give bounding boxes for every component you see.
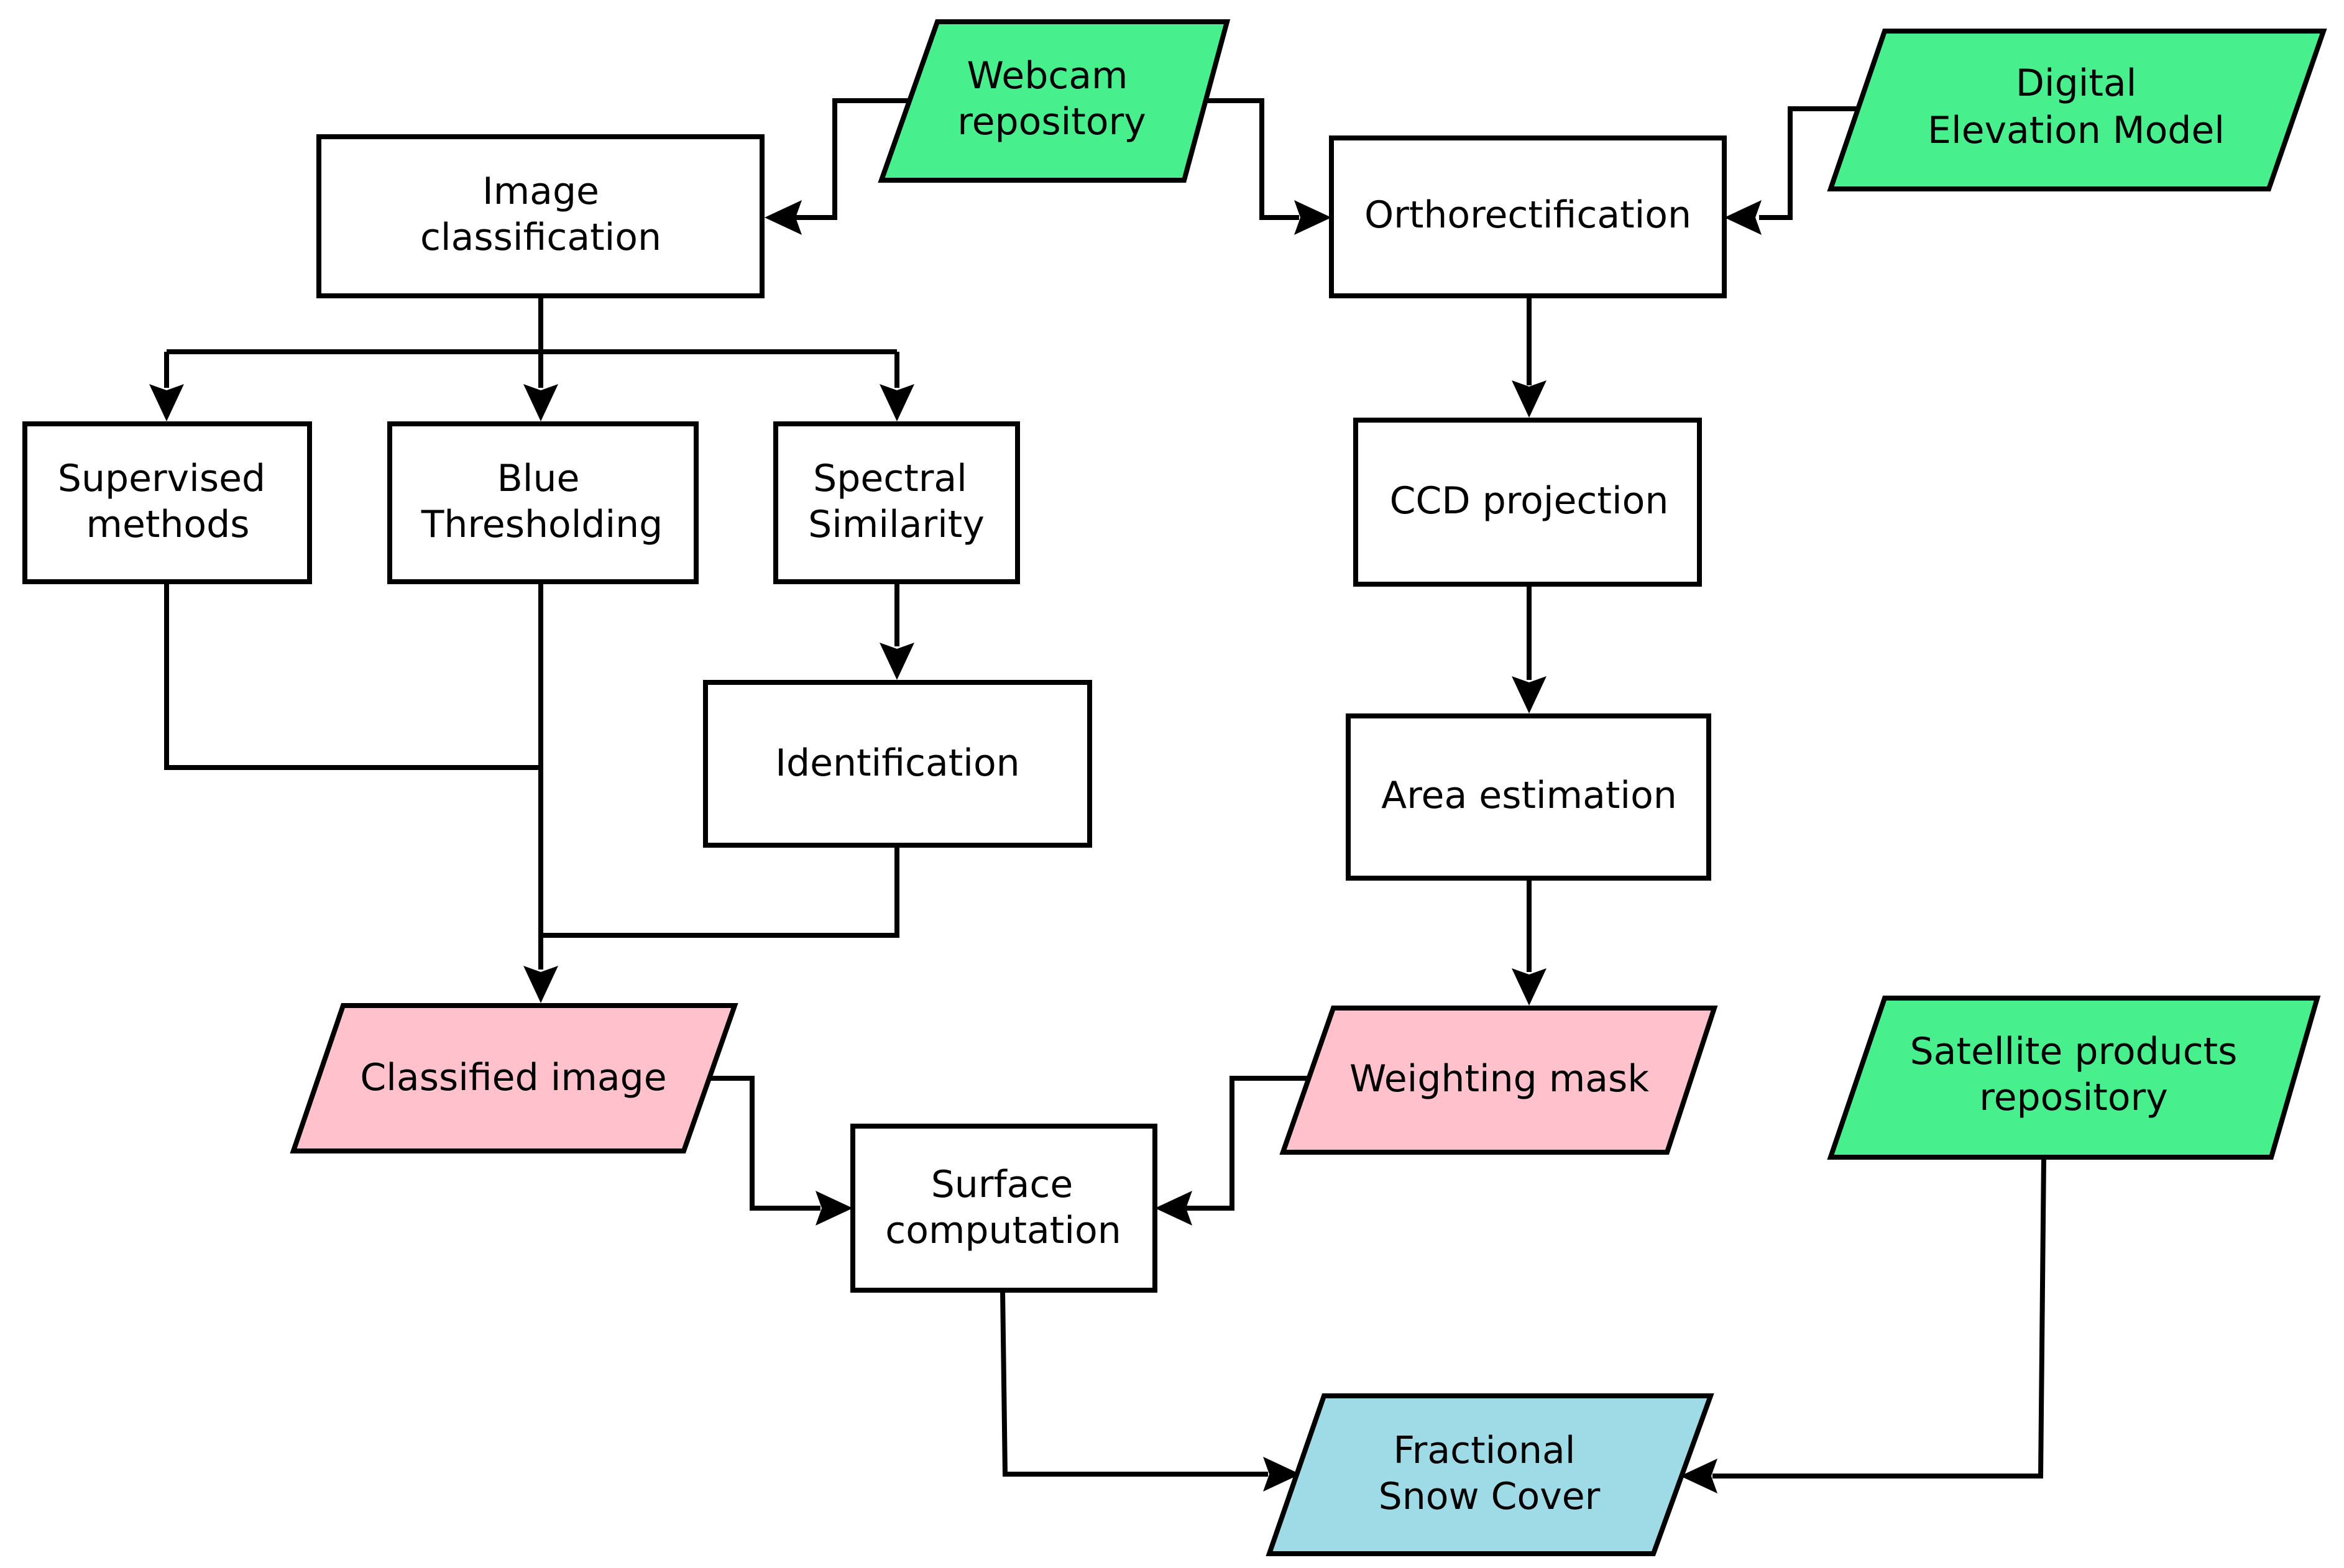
node-shape	[1353, 418, 1702, 587]
node-shape	[22, 421, 312, 584]
node-shape	[1346, 713, 1711, 881]
node-shape	[1279, 1006, 1718, 1155]
edge-webcam-to-classification	[796, 98, 911, 220]
edge-classified-to-surface	[709, 1076, 820, 1211]
edge-methods-to-classified	[164, 582, 899, 970]
node-image-classification: Image classification	[316, 134, 765, 298]
arrowhead	[880, 643, 914, 680]
node-label: Spectral	[813, 457, 967, 500]
edge-weighting-to-surface	[1186, 1076, 1313, 1211]
node-label: Orthorectification	[1364, 193, 1691, 237]
node-label: Weighting mask	[1349, 1057, 1649, 1101]
arrowhead	[1263, 1457, 1300, 1492]
node-label: methods	[86, 503, 250, 546]
node-supervised-methods: Supervised methods	[22, 421, 312, 584]
node-spectral-similarity: Spectral Similarity	[773, 421, 1020, 584]
edges	[149, 98, 2046, 1493]
node-shape	[850, 1124, 1157, 1293]
node-fractional-snow-cover: Fractional Snow Cover	[1266, 1393, 1714, 1556]
node-shape	[1827, 29, 2327, 191]
arrowhead	[1512, 676, 1547, 713]
arrowhead	[523, 966, 558, 1003]
arrowhead	[765, 200, 802, 235]
arrowhead	[1155, 1191, 1192, 1226]
node-blue-thresholding: Blue Thresholding	[387, 421, 699, 584]
node-label: Snow Cover	[1379, 1475, 1601, 1518]
arrowhead	[523, 384, 558, 421]
edge-webcam-to-ortho	[1192, 98, 1299, 220]
node-label: Thresholding	[421, 503, 663, 546]
node-label: Fractional	[1394, 1429, 1576, 1472]
node-label: Elevation Model	[1928, 109, 2225, 152]
node-label: Identification	[775, 741, 1019, 785]
edge-dem-to-ortho	[1759, 106, 1859, 220]
node-label: Image	[482, 170, 599, 213]
edge-surface-to-fsc	[1000, 1290, 1268, 1477]
node-shape	[878, 19, 1231, 183]
arrowhead	[1680, 1459, 1717, 1493]
node-shape	[316, 134, 765, 298]
node-area-estimation: Area estimation	[1346, 713, 1711, 881]
node-weighting-mask: Weighting mask	[1279, 1006, 1718, 1155]
arrowhead	[1512, 968, 1547, 1006]
node-label: repository	[957, 100, 1146, 144]
node-shape	[290, 1003, 738, 1153]
node-shape	[773, 421, 1020, 584]
node-satellite-repository: Satellite products repository	[1827, 996, 2321, 1160]
node-ccd-projection: CCD projection	[1353, 418, 1702, 587]
arrowhead	[816, 1191, 853, 1226]
node-label: Area estimation	[1381, 774, 1677, 817]
node-label: classification	[420, 216, 661, 259]
arrowhead	[1294, 200, 1331, 235]
node-orthorectification: Orthorectification	[1329, 135, 1727, 298]
node-label: computation	[885, 1209, 1121, 1252]
node-label: Classified image	[360, 1056, 666, 1099]
node-classified-image: Classified image	[290, 1003, 738, 1153]
node-label: Blue	[497, 457, 580, 500]
arrowhead	[1724, 200, 1762, 235]
node-identification: Identification	[703, 680, 1092, 848]
node-digital-elevation-model: Digital Elevation Model	[1827, 29, 2327, 191]
node-shape	[387, 421, 699, 584]
node-label: Webcam	[967, 54, 1128, 98]
node-label: Supervised	[58, 457, 265, 500]
node-webcam-repository: Webcam repository	[878, 19, 1231, 183]
node-shape	[1827, 996, 2321, 1160]
node-surface-computation: Surface computation	[850, 1124, 1157, 1293]
node-shape	[703, 680, 1092, 848]
node-label: Surface	[931, 1163, 1073, 1206]
node-shape	[1266, 1393, 1714, 1556]
node-label: Digital	[2016, 62, 2137, 105]
node-label: CCD projection	[1390, 479, 1669, 523]
edge-satellite-to-fsc	[1712, 1157, 2046, 1479]
node-label: Satellite products	[1910, 1030, 2238, 1073]
node-shape	[1329, 135, 1727, 298]
node-label: Similarity	[808, 503, 985, 546]
arrowhead	[149, 384, 184, 421]
node-label: repository	[1979, 1076, 2167, 1119]
arrowhead	[880, 384, 914, 421]
arrowhead	[1512, 380, 1547, 418]
edge-classification-split	[164, 296, 899, 388]
